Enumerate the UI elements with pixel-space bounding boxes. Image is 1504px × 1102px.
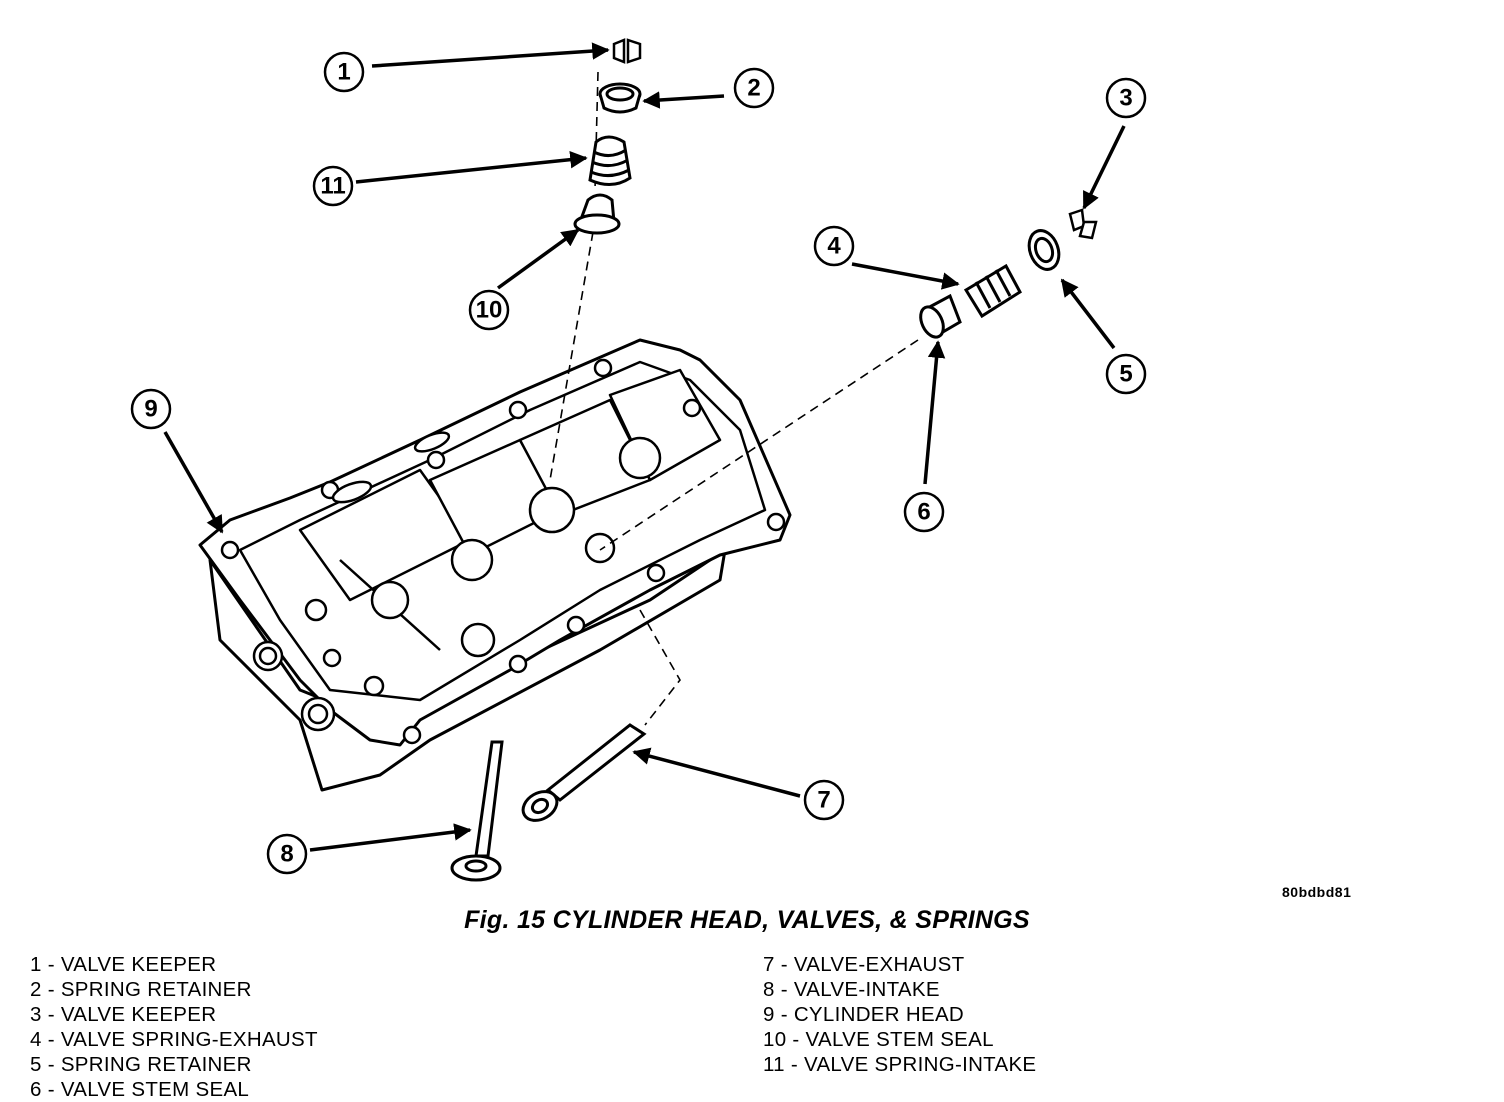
callout-6-label: 6 — [917, 499, 930, 526]
legend-right-column: 7 - VALVE-EXHAUST 8 - VALVE-INTAKE 9 - C… — [763, 952, 1036, 1077]
callout-4-label: 4 — [827, 233, 841, 260]
legend-item: 6 - VALVE STEM SEAL — [30, 1078, 250, 1101]
exhaust-valve — [521, 723, 647, 822]
callout-5-label: 5 — [1119, 361, 1132, 388]
legend-item: 3 - VALVE KEEPER — [30, 1003, 217, 1026]
spring-retainer-intake — [598, 82, 642, 114]
legend-item: 1 - VALVE KEEPER — [30, 953, 217, 976]
leader-arrows — [163, 42, 1126, 852]
callout-2-label: 2 — [747, 75, 760, 102]
callout-10-label: 10 — [476, 297, 503, 324]
spring-retainer-exhaust — [1027, 229, 1061, 271]
callout-7: 7 — [803, 779, 845, 821]
callout-10: 10 — [468, 289, 510, 331]
callout-8: 8 — [266, 833, 308, 875]
legend-left-column: 1 - VALVE KEEPER 2 - SPRING RETAINER 3 -… — [30, 952, 318, 1102]
callout-8-label: 8 — [280, 841, 293, 868]
valve-spring-exhaust — [963, 263, 1022, 319]
valve-keeper-exhaust — [1068, 208, 1098, 240]
legend-item: 7 - VALVE-EXHAUST — [763, 953, 965, 976]
exploded-view-diagram: 1 2 3 4 5 6 7 8 — [130, 38, 1147, 882]
legend-item: 11 - VALVE SPRING-INTAKE — [763, 1053, 1037, 1076]
legend-item: 2 - SPRING RETAINER — [30, 978, 252, 1001]
legend-item: 10 - VALVE STEM SEAL — [763, 1028, 994, 1051]
callout-1: 1 — [323, 51, 365, 93]
callout-7-label: 7 — [817, 787, 830, 814]
callout-9: 9 — [130, 388, 172, 430]
callout-1-label: 1 — [337, 59, 350, 86]
legend-item: 5 - SPRING RETAINER — [30, 1053, 252, 1076]
callout-4: 4 — [813, 225, 855, 267]
callout-2: 2 — [733, 67, 775, 109]
callout-11: 11 — [312, 165, 354, 207]
legend-item: 4 - VALVE SPRING-EXHAUST — [30, 1028, 318, 1051]
callout-3: 3 — [1105, 77, 1147, 119]
valve-stem-seal-intake — [573, 193, 621, 235]
figure-caption: Fig. 15 CYLINDER HEAD, VALVES, & SPRINGS — [464, 906, 1030, 934]
callout-9-label: 9 — [144, 396, 157, 423]
valve-stem-seal-exhaust — [919, 293, 962, 339]
drawing-id: 80bdbd81 — [1282, 884, 1352, 900]
callouts: 1 2 3 4 5 6 7 8 — [130, 51, 1147, 875]
legend-item: 8 - VALVE-INTAKE — [763, 978, 940, 1001]
callout-11-label: 11 — [320, 173, 345, 200]
legend-item: 9 - CYLINDER HEAD — [763, 1003, 965, 1026]
intake-valve — [450, 740, 504, 882]
callout-6: 6 — [903, 491, 945, 533]
callout-5: 5 — [1105, 353, 1147, 395]
callout-3-label: 3 — [1119, 85, 1132, 112]
valve-keeper-intake — [612, 38, 642, 64]
cylinder-head — [198, 338, 792, 792]
valve-spring-intake — [588, 135, 632, 186]
